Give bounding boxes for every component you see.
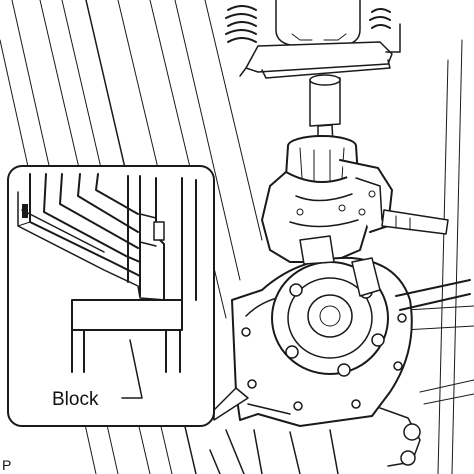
block-label: Block (52, 389, 99, 410)
compressor-springs (225, 5, 391, 43)
lower-fixture (209, 379, 474, 474)
press-assembly (239, 0, 401, 146)
detail-inset: Block (7, 165, 215, 427)
figure-code: P (2, 457, 11, 473)
axle-hub-assembly (231, 135, 471, 427)
block-leader-line (121, 339, 143, 399)
